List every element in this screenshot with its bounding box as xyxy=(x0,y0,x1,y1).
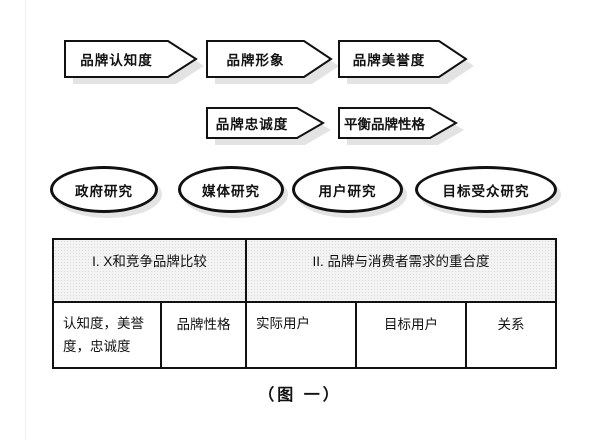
cell-actual-users: 实际用户 xyxy=(245,301,358,369)
ellipse-media-research: 媒体研究 xyxy=(178,166,284,213)
arrow-label: 品牌形象 xyxy=(226,53,285,68)
arrow-label: 品牌忠诚度 xyxy=(215,117,289,132)
table-body-row: 认知度，美誉度，忠诚度 品牌性格 实际用户 目标用户 关系 xyxy=(52,301,558,369)
figure-caption: （图 一） xyxy=(258,387,342,404)
header-cell-comparison: I. X和竞争品牌比较 xyxy=(51,238,248,303)
right-arrow-shape xyxy=(64,40,204,84)
cell-target-users: 目标用户 xyxy=(355,301,468,369)
table-header-row: I. X和竞争品牌比较 II. 品牌与消费者需求的重合度 xyxy=(51,238,558,303)
ellipse-target-audience-research: 目标受众研究 xyxy=(415,166,557,213)
arrow-brand-reputation: 品牌美誉度 xyxy=(337,39,477,87)
right-arrow-shape xyxy=(206,40,339,84)
arrow-label: 品牌认知度 xyxy=(80,53,153,68)
arrow-label: 平衡品牌性格 xyxy=(344,117,425,132)
cell-relationship: 关系 xyxy=(465,301,558,369)
arrow-brand-image: 品牌形象 xyxy=(205,39,342,87)
arrow-balanced-brand-personality: 平衡品牌性格 xyxy=(337,106,467,148)
comparison-table: I. X和竞争品牌比较 II. 品牌与消费者需求的重合度 认知度，美誉度，忠诚度… xyxy=(51,238,558,369)
right-arrow-shape xyxy=(338,40,474,84)
arrow-brand-loyalty: 品牌忠诚度 xyxy=(205,106,334,148)
header-cell-overlap: II. 品牌与消费者需求的重合度 xyxy=(245,238,558,303)
page-margin-line xyxy=(25,0,26,440)
ellipse-government-research: 政府研究 xyxy=(50,166,158,213)
arrow-label: 品牌美誉度 xyxy=(352,53,426,68)
right-arrow-shape xyxy=(338,107,464,145)
cell-brand-personality: 品牌性格 xyxy=(159,301,248,369)
right-arrow-shape xyxy=(206,107,331,145)
arrow-brand-awareness: 品牌认知度 xyxy=(63,39,207,87)
ellipse-user-research: 用户研究 xyxy=(292,166,403,213)
cell-awareness-reputation-loyalty: 认知度，美誉度，忠诚度 xyxy=(52,301,162,369)
